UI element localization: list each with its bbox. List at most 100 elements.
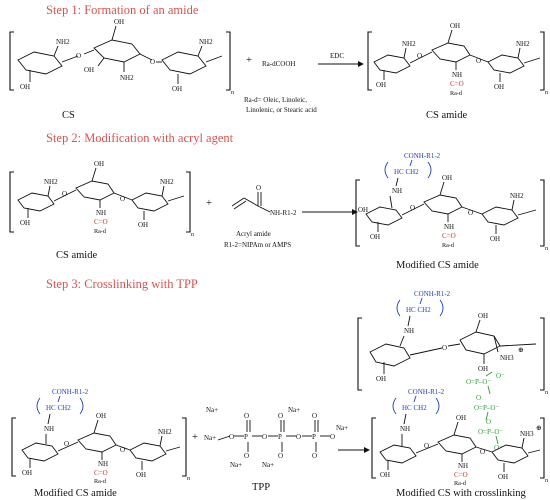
svg-text:HC CH2: HC CH2 <box>402 404 427 412</box>
svg-text:OH: OH <box>498 473 508 481</box>
plus-2: + <box>206 198 212 209</box>
svg-text:NH: NH <box>458 462 468 470</box>
tpp-structure: Na+ O P O O Na+ O P O O Na+ O P O O O Na… <box>204 406 348 469</box>
svg-text:NH2: NH2 <box>516 40 530 48</box>
svg-text:NH: NH <box>444 223 454 231</box>
svg-text:O: O <box>64 440 69 448</box>
svg-text:OH: OH <box>84 66 94 74</box>
cs-label: CS <box>62 110 75 121</box>
svg-text:O: O <box>278 412 283 420</box>
svg-text:Ra-d: Ra-d <box>442 242 455 249</box>
svg-text:Ra-d: Ra-d <box>94 228 107 235</box>
svg-text:OH: OH <box>376 81 386 89</box>
svg-text:n: n <box>187 475 190 482</box>
svg-text:O: O <box>256 184 261 192</box>
svg-text:Na+: Na+ <box>204 434 216 442</box>
svg-text:NH3: NH3 <box>520 430 534 438</box>
svg-text:CONH-R1-2: CONH-R1-2 <box>404 152 441 160</box>
svg-text:OH: OH <box>114 18 124 26</box>
modified-cs-amide-structure-2: n CONH-R1-2 HC CH2 NH O O OH NH C=O Ra-d… <box>11 388 190 485</box>
cs-amide-structure-2: n O O NH2 OH NH C=O Ra-d NH2 OH OH <box>9 160 194 238</box>
svg-text:NH2: NH2 <box>402 40 416 48</box>
svg-text:O=P–O⁻: O=P–O⁻ <box>474 404 499 412</box>
svg-text:NH: NH <box>400 425 410 433</box>
crosslinked-upper-chain: n CONH-R1-2 HC CH2 NH O OH OH NH3 ⊕ OH <box>357 290 548 396</box>
svg-text:O: O <box>296 433 301 441</box>
svg-text:OH: OH <box>380 471 390 479</box>
plus-3: + <box>192 432 198 443</box>
svg-text:Na+: Na+ <box>230 461 242 469</box>
svg-text:O⁻: O⁻ <box>494 444 503 452</box>
svg-text:Na+: Na+ <box>206 406 218 414</box>
svg-text:⊕: ⊕ <box>536 424 542 432</box>
svg-text:O⁻: O⁻ <box>496 372 505 380</box>
svg-text:NH2: NH2 <box>56 38 70 46</box>
step2-title: Step 2: Modification with acryl agent <box>46 131 234 145</box>
svg-text:⊕: ⊕ <box>518 346 524 354</box>
svg-text:NH: NH <box>404 327 414 335</box>
svg-text:C=O: C=O <box>450 80 464 88</box>
svg-text:C=O: C=O <box>454 471 468 479</box>
svg-text:OH: OH <box>20 83 30 91</box>
acid-definition: Ra-d= Oleic, Linoleic, <box>244 96 307 104</box>
svg-text:NH2: NH2 <box>160 178 174 186</box>
svg-text:OH: OH <box>138 221 148 229</box>
svg-text:P: P <box>244 433 248 441</box>
svg-text:O: O <box>480 448 485 456</box>
svg-text:OH: OH <box>96 412 106 420</box>
acid-reagent: Ra-dCOOH <box>262 60 295 68</box>
svg-text:O: O <box>312 412 317 420</box>
svg-text:OH: OH <box>370 233 380 241</box>
svg-text:O: O <box>410 204 415 212</box>
step1-title: Step 1: Formation of an amide <box>46 3 199 17</box>
cs-amide-label-2: CS amide <box>56 250 97 261</box>
svg-text:O=P–O⁻: O=P–O⁻ <box>466 378 491 386</box>
plus-1: + <box>246 55 252 66</box>
modified-cs-amide-label-2: Modified CS amide <box>34 488 117 499</box>
acryl-amide-label: Acryl amide <box>236 230 271 238</box>
svg-text:NH3: NH3 <box>500 354 514 362</box>
edc-label: EDC <box>330 52 344 60</box>
svg-text:NH: NH <box>392 187 402 195</box>
svg-text:n: n <box>231 89 234 96</box>
cs-amide-structure-1: n O O NH2 OH NH C=O Ra-d NH2 OH OH <box>367 22 548 97</box>
svg-text:O: O <box>468 209 473 217</box>
tpp-label: TPP <box>252 482 270 493</box>
svg-text:Na+: Na+ <box>262 461 274 469</box>
svg-text:NH-R1-2: NH-R1-2 <box>270 209 297 217</box>
svg-text:C=O: C=O <box>94 218 108 226</box>
svg-text:OH: OH <box>478 365 488 373</box>
svg-text:O: O <box>417 52 422 60</box>
svg-text:HC CH2: HC CH2 <box>406 306 431 314</box>
acryl-definition: R1-2=NIPAm or AMPS <box>224 241 291 249</box>
svg-text:O: O <box>476 57 481 65</box>
svg-text:OH: OH <box>478 312 488 320</box>
svg-text:OH: OH <box>494 83 504 91</box>
svg-text:NH2: NH2 <box>199 38 213 46</box>
modified-cs-amide-label-1: Modified CS amide <box>396 260 479 271</box>
svg-text:HC CH2: HC CH2 <box>46 404 71 412</box>
svg-text:NH: NH <box>44 425 54 433</box>
svg-text:O: O <box>62 190 67 198</box>
tpp-crosslink: O⁻ O=P–O⁻ O O=P–O⁻ O O=P–O⁻ O⁻ <box>466 371 505 452</box>
svg-text:NH2: NH2 <box>44 178 58 186</box>
svg-text:n: n <box>191 231 194 238</box>
svg-text:OH: OH <box>450 22 460 30</box>
svg-text:CONH-R1-2: CONH-R1-2 <box>52 388 89 396</box>
svg-text:O: O <box>244 452 249 460</box>
svg-text:O: O <box>120 446 125 454</box>
modified-cs-crosslinking-label: Modified CS with crosslinking <box>396 488 527 499</box>
acid-definition-2: Linolenic, or Stearic acid <box>246 106 317 114</box>
svg-text:OH: OH <box>94 160 104 168</box>
acryl-amide-structure: O NH-R1-2 <box>231 184 297 217</box>
svg-text:P: P <box>278 433 282 441</box>
svg-text:O: O <box>312 452 317 460</box>
svg-text:OH: OH <box>136 471 146 479</box>
svg-text:OH: OH <box>442 174 452 182</box>
cs-amide-label-1: CS amide <box>426 110 467 121</box>
svg-text:O: O <box>244 412 249 420</box>
svg-text:n: n <box>545 477 548 484</box>
svg-text:CONH-R1-2: CONH-R1-2 <box>408 388 445 396</box>
cs-structure: n O O NH2 OH OH NH2 OH NH2 OH <box>9 18 234 96</box>
